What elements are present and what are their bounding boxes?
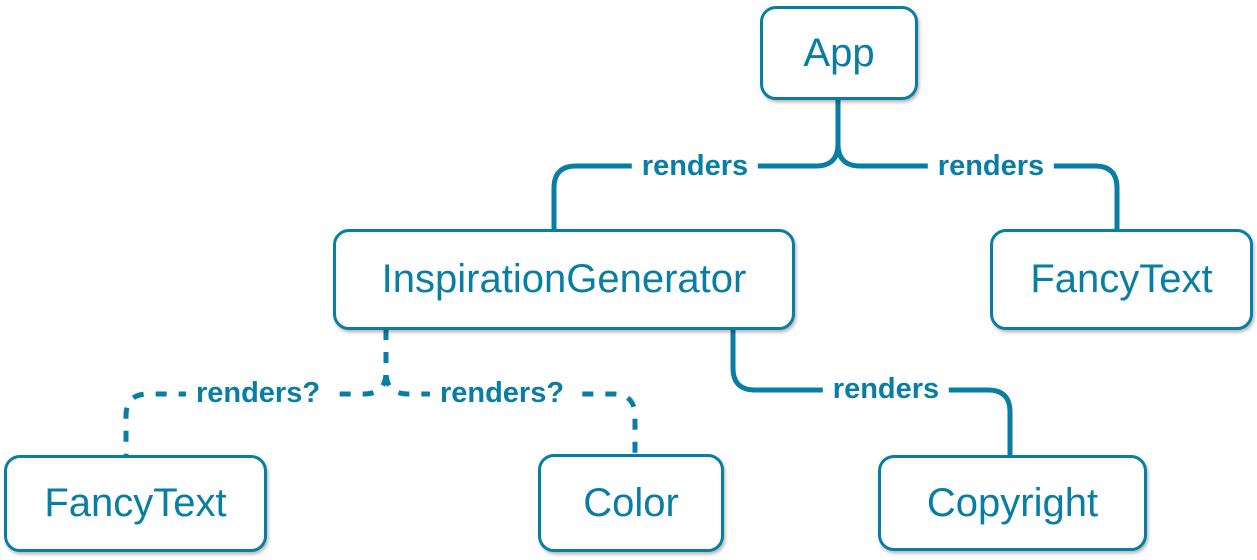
edge-label-renders-conditional-left: renders? bbox=[185, 377, 331, 410]
edge-label-renders-left: renders bbox=[631, 150, 759, 183]
edge-label-renders-conditional-right: renders? bbox=[429, 377, 575, 410]
node-fancy-text-top: FancyText bbox=[990, 229, 1253, 330]
edge-label-renders-copyright: renders bbox=[822, 373, 950, 406]
node-inspiration-generator: InspirationGenerator bbox=[333, 229, 795, 330]
node-fancy-text-bottom: FancyText bbox=[4, 455, 267, 552]
node-color: Color bbox=[538, 454, 724, 552]
node-copyright: Copyright bbox=[878, 455, 1147, 551]
node-app: App bbox=[760, 6, 918, 100]
edge-label-renders-right: renders bbox=[927, 150, 1055, 183]
edge-inspirationgenerator-to-color-conditional bbox=[383, 329, 638, 455]
